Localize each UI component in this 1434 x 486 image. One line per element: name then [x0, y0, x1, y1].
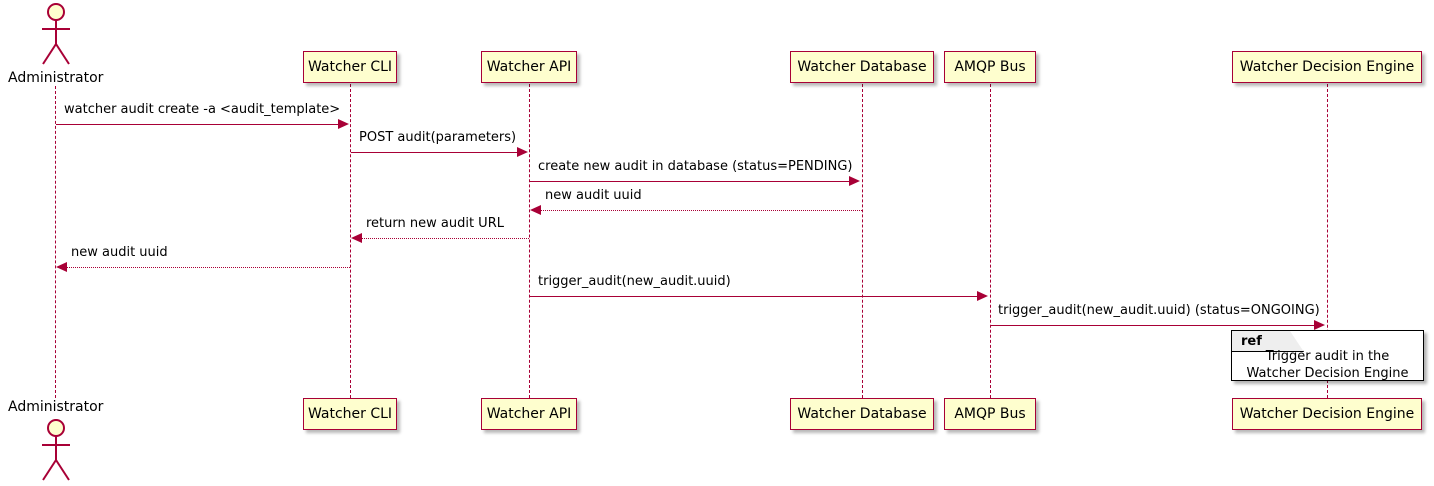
ref-fragment-body: Trigger audit in the Watcher Decision En… [1232, 349, 1423, 381]
lifeline-watcher-database [862, 84, 863, 398]
message-line-1 [56, 124, 339, 125]
message-arrowhead-1 [338, 119, 349, 129]
message-label-5: return new audit URL [366, 216, 504, 231]
ref-fragment-line-1: Trigger audit in the [1265, 349, 1390, 365]
lifeline-watcher-cli [350, 84, 351, 398]
ref-fragment-line-2: Watcher Decision Engine [1246, 366, 1409, 381]
message-arrowhead-7 [977, 291, 988, 301]
message-label-4: new audit uuid [545, 188, 642, 203]
participant-watcher-cli-top[interactable]: Watcher CLI [303, 51, 397, 83]
lifeline-amqp-bus [990, 84, 991, 398]
message-line-2 [351, 152, 518, 153]
message-arrowhead-5 [351, 233, 362, 243]
lifeline-watcher-decision-engine [1327, 84, 1328, 398]
message-line-7 [530, 296, 978, 297]
actor-administrator-bottom [42, 419, 70, 481]
participant-watcher-decision-engine-top[interactable]: Watcher Decision Engine [1232, 51, 1422, 83]
message-arrowhead-4 [530, 205, 541, 215]
message-arrowhead-2 [517, 147, 528, 157]
participant-watcher-api-bottom[interactable]: Watcher API [481, 398, 577, 430]
actor-administrator-top [42, 3, 70, 65]
message-arrowhead-3 [849, 176, 860, 186]
message-line-4 [541, 210, 862, 211]
message-arrowhead-8 [1314, 320, 1325, 330]
message-line-3 [530, 181, 850, 182]
message-line-8 [991, 325, 1315, 326]
message-line-6 [67, 267, 350, 268]
participant-watcher-database-top[interactable]: Watcher Database [790, 51, 934, 83]
participant-amqp-bus-top[interactable]: AMQP Bus [944, 51, 1036, 83]
participant-watcher-cli-bottom[interactable]: Watcher CLI [303, 398, 397, 430]
participant-watcher-database-bottom[interactable]: Watcher Database [790, 398, 934, 430]
message-label-8: trigger_audit(new_audit.uuid) (status=ON… [998, 303, 1320, 318]
message-label-6: new audit uuid [71, 245, 168, 260]
message-label-3: create new audit in database (status=PEN… [538, 159, 853, 174]
message-arrowhead-6 [56, 262, 67, 272]
actor-label-administrator-top: Administrator [8, 70, 104, 86]
message-label-1: watcher audit create -a <audit_template> [64, 102, 341, 117]
actor-label-administrator-bottom: Administrator [8, 399, 104, 415]
lifeline-watcher-api [529, 84, 530, 398]
participant-watcher-api-top[interactable]: Watcher API [481, 51, 577, 83]
message-label-7: trigger_audit(new_audit.uuid) [538, 274, 731, 289]
message-label-2: POST audit(parameters) [359, 130, 517, 145]
participant-amqp-bus-bottom[interactable]: AMQP Bus [944, 398, 1036, 430]
lifeline-administrator [55, 86, 56, 398]
message-line-5 [362, 238, 529, 239]
ref-fragment: ref Trigger audit in the Watcher Decisio… [1231, 330, 1424, 381]
participant-watcher-decision-engine-bottom[interactable]: Watcher Decision Engine [1232, 398, 1422, 430]
